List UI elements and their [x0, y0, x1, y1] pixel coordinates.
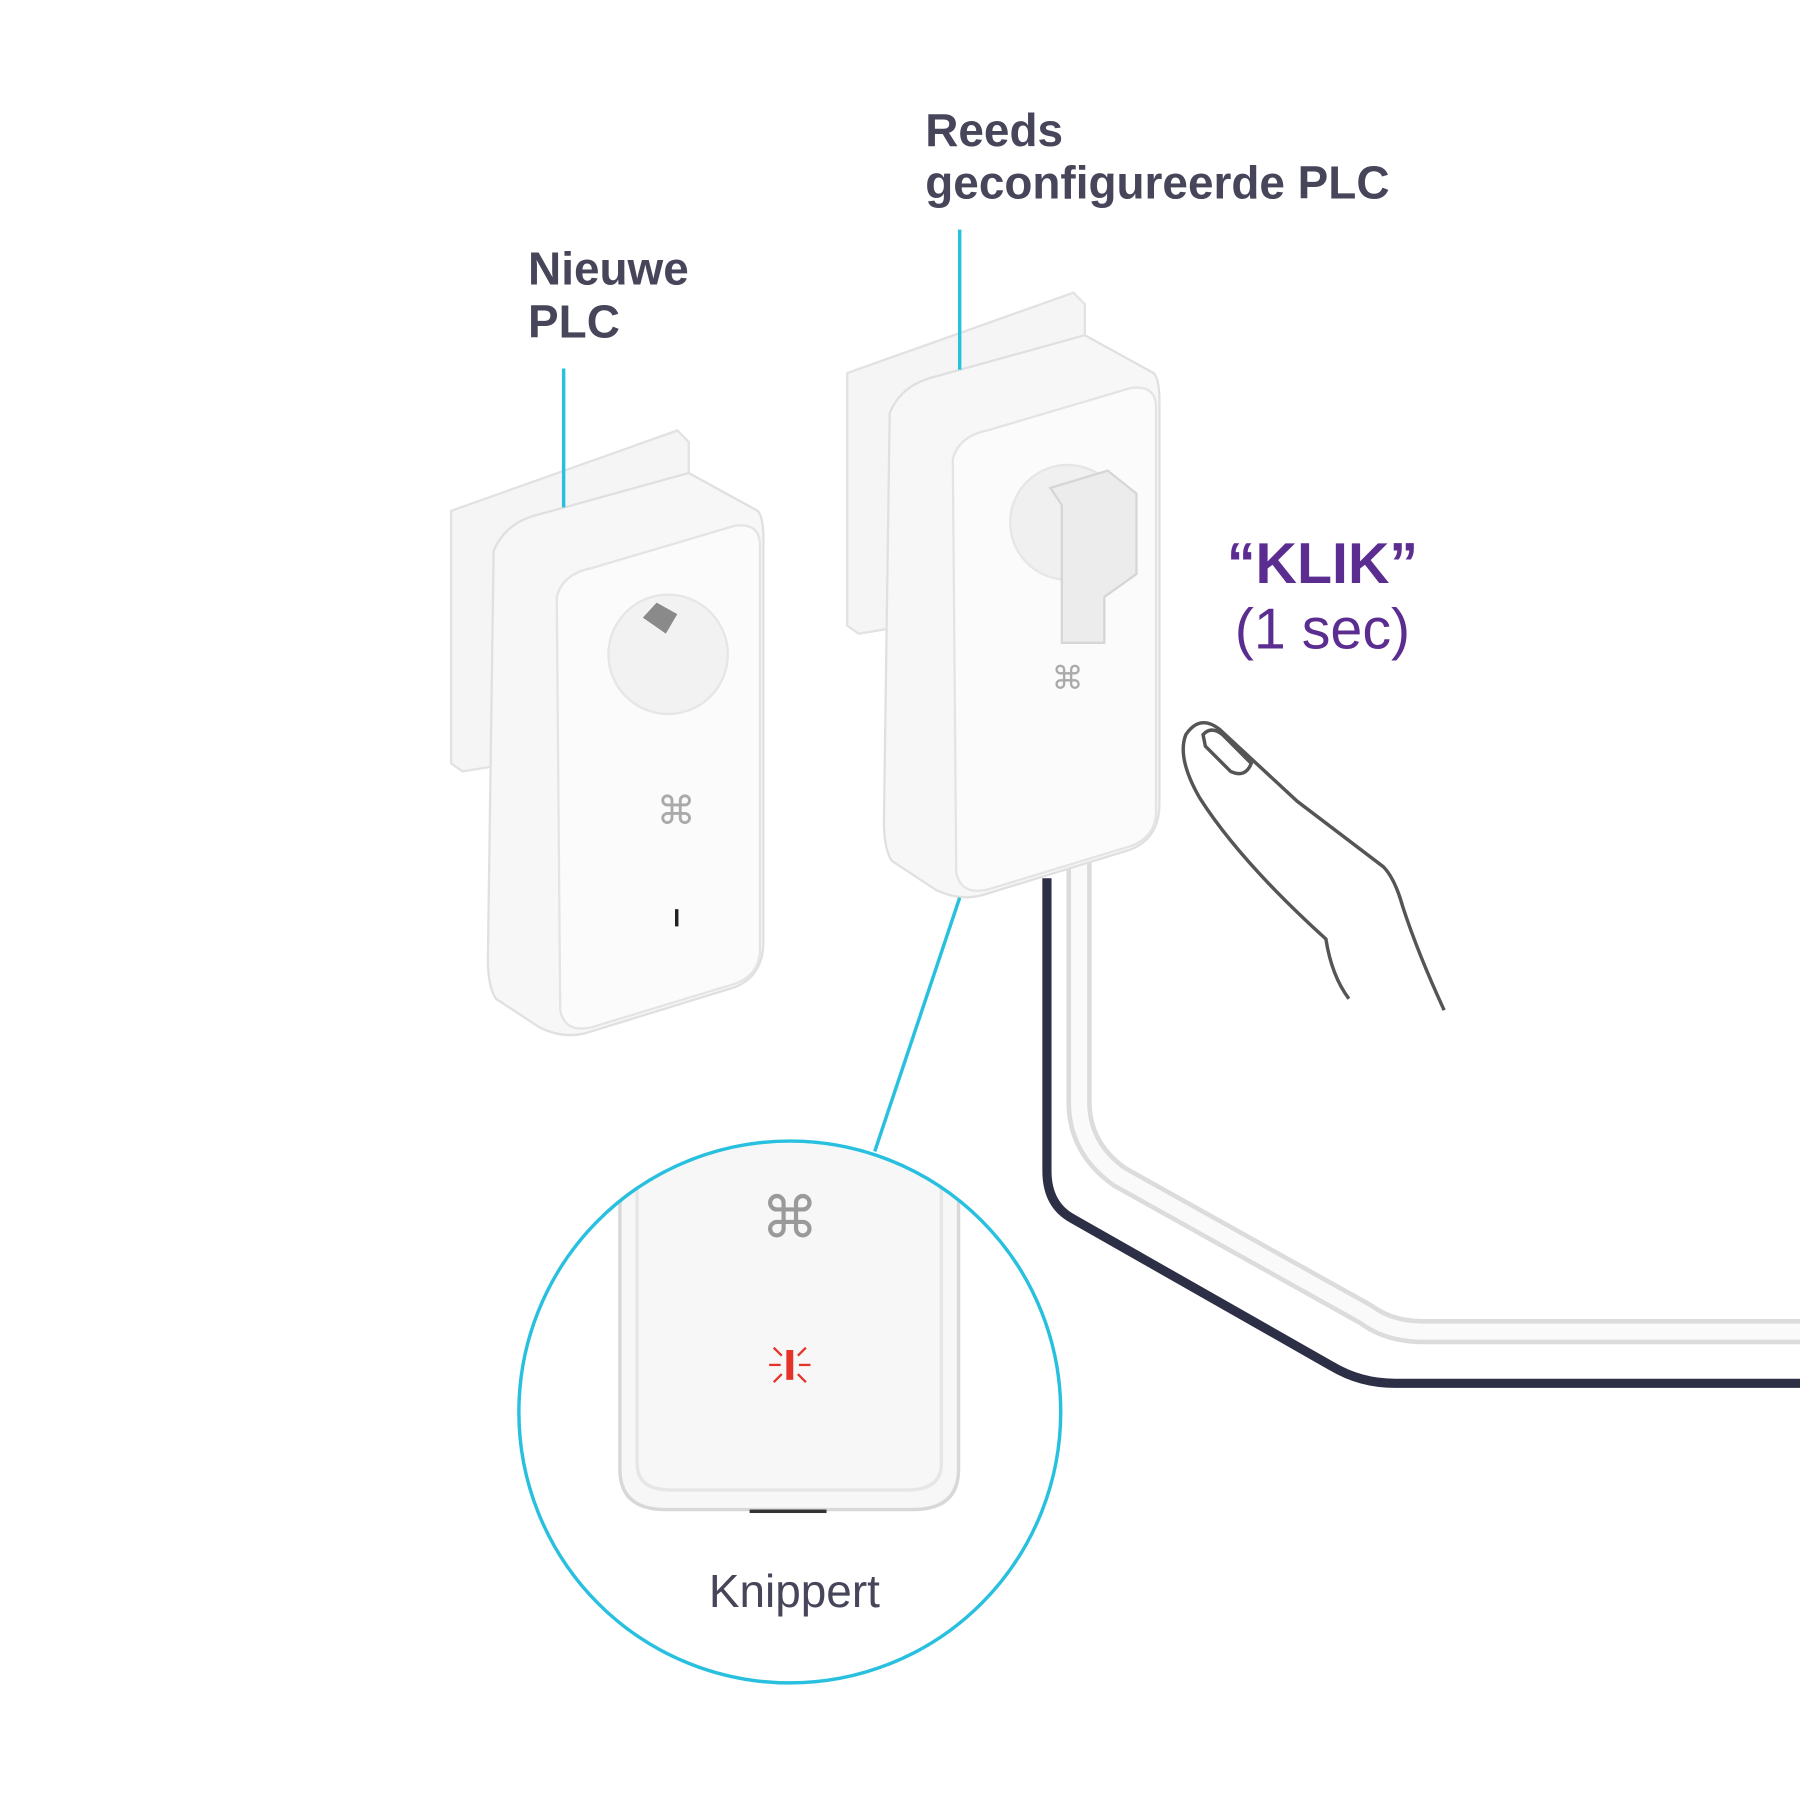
new-plc-label-line2: PLC [528, 296, 620, 348]
klik-label: “KLIK” [1227, 532, 1418, 596]
configured-plc-label-line2: geconfigureerde PLC [925, 157, 1389, 209]
configured-plc-device: ⌘ [846, 291, 1161, 899]
plc-logo-icon-zoomed: ⌘ [761, 1187, 818, 1251]
new-plc-device: ⌘ [450, 429, 765, 1037]
plug-icon [1048, 469, 1138, 645]
configured-plc-label-line1: Reeds [925, 104, 1063, 156]
plc-logo-icon: ⌘ [657, 790, 696, 833]
new-plc-label-line1: Nieuwe [528, 243, 689, 295]
blinking-label: Knippert [709, 1565, 880, 1617]
hand-pointing-icon [1181, 721, 1446, 1011]
ground-pin-icon [642, 602, 678, 634]
callout-line-zoom [873, 897, 962, 1152]
svg-text:⌘: ⌘ [1052, 660, 1084, 696]
led-indicator [675, 909, 679, 927]
blinking-led-icon [769, 1346, 811, 1383]
dark-cable [1042, 878, 1800, 1388]
duration-label: (1 sec) [1235, 598, 1410, 662]
zoom-detail: ⌘ Knippert [517, 1139, 1063, 1685]
